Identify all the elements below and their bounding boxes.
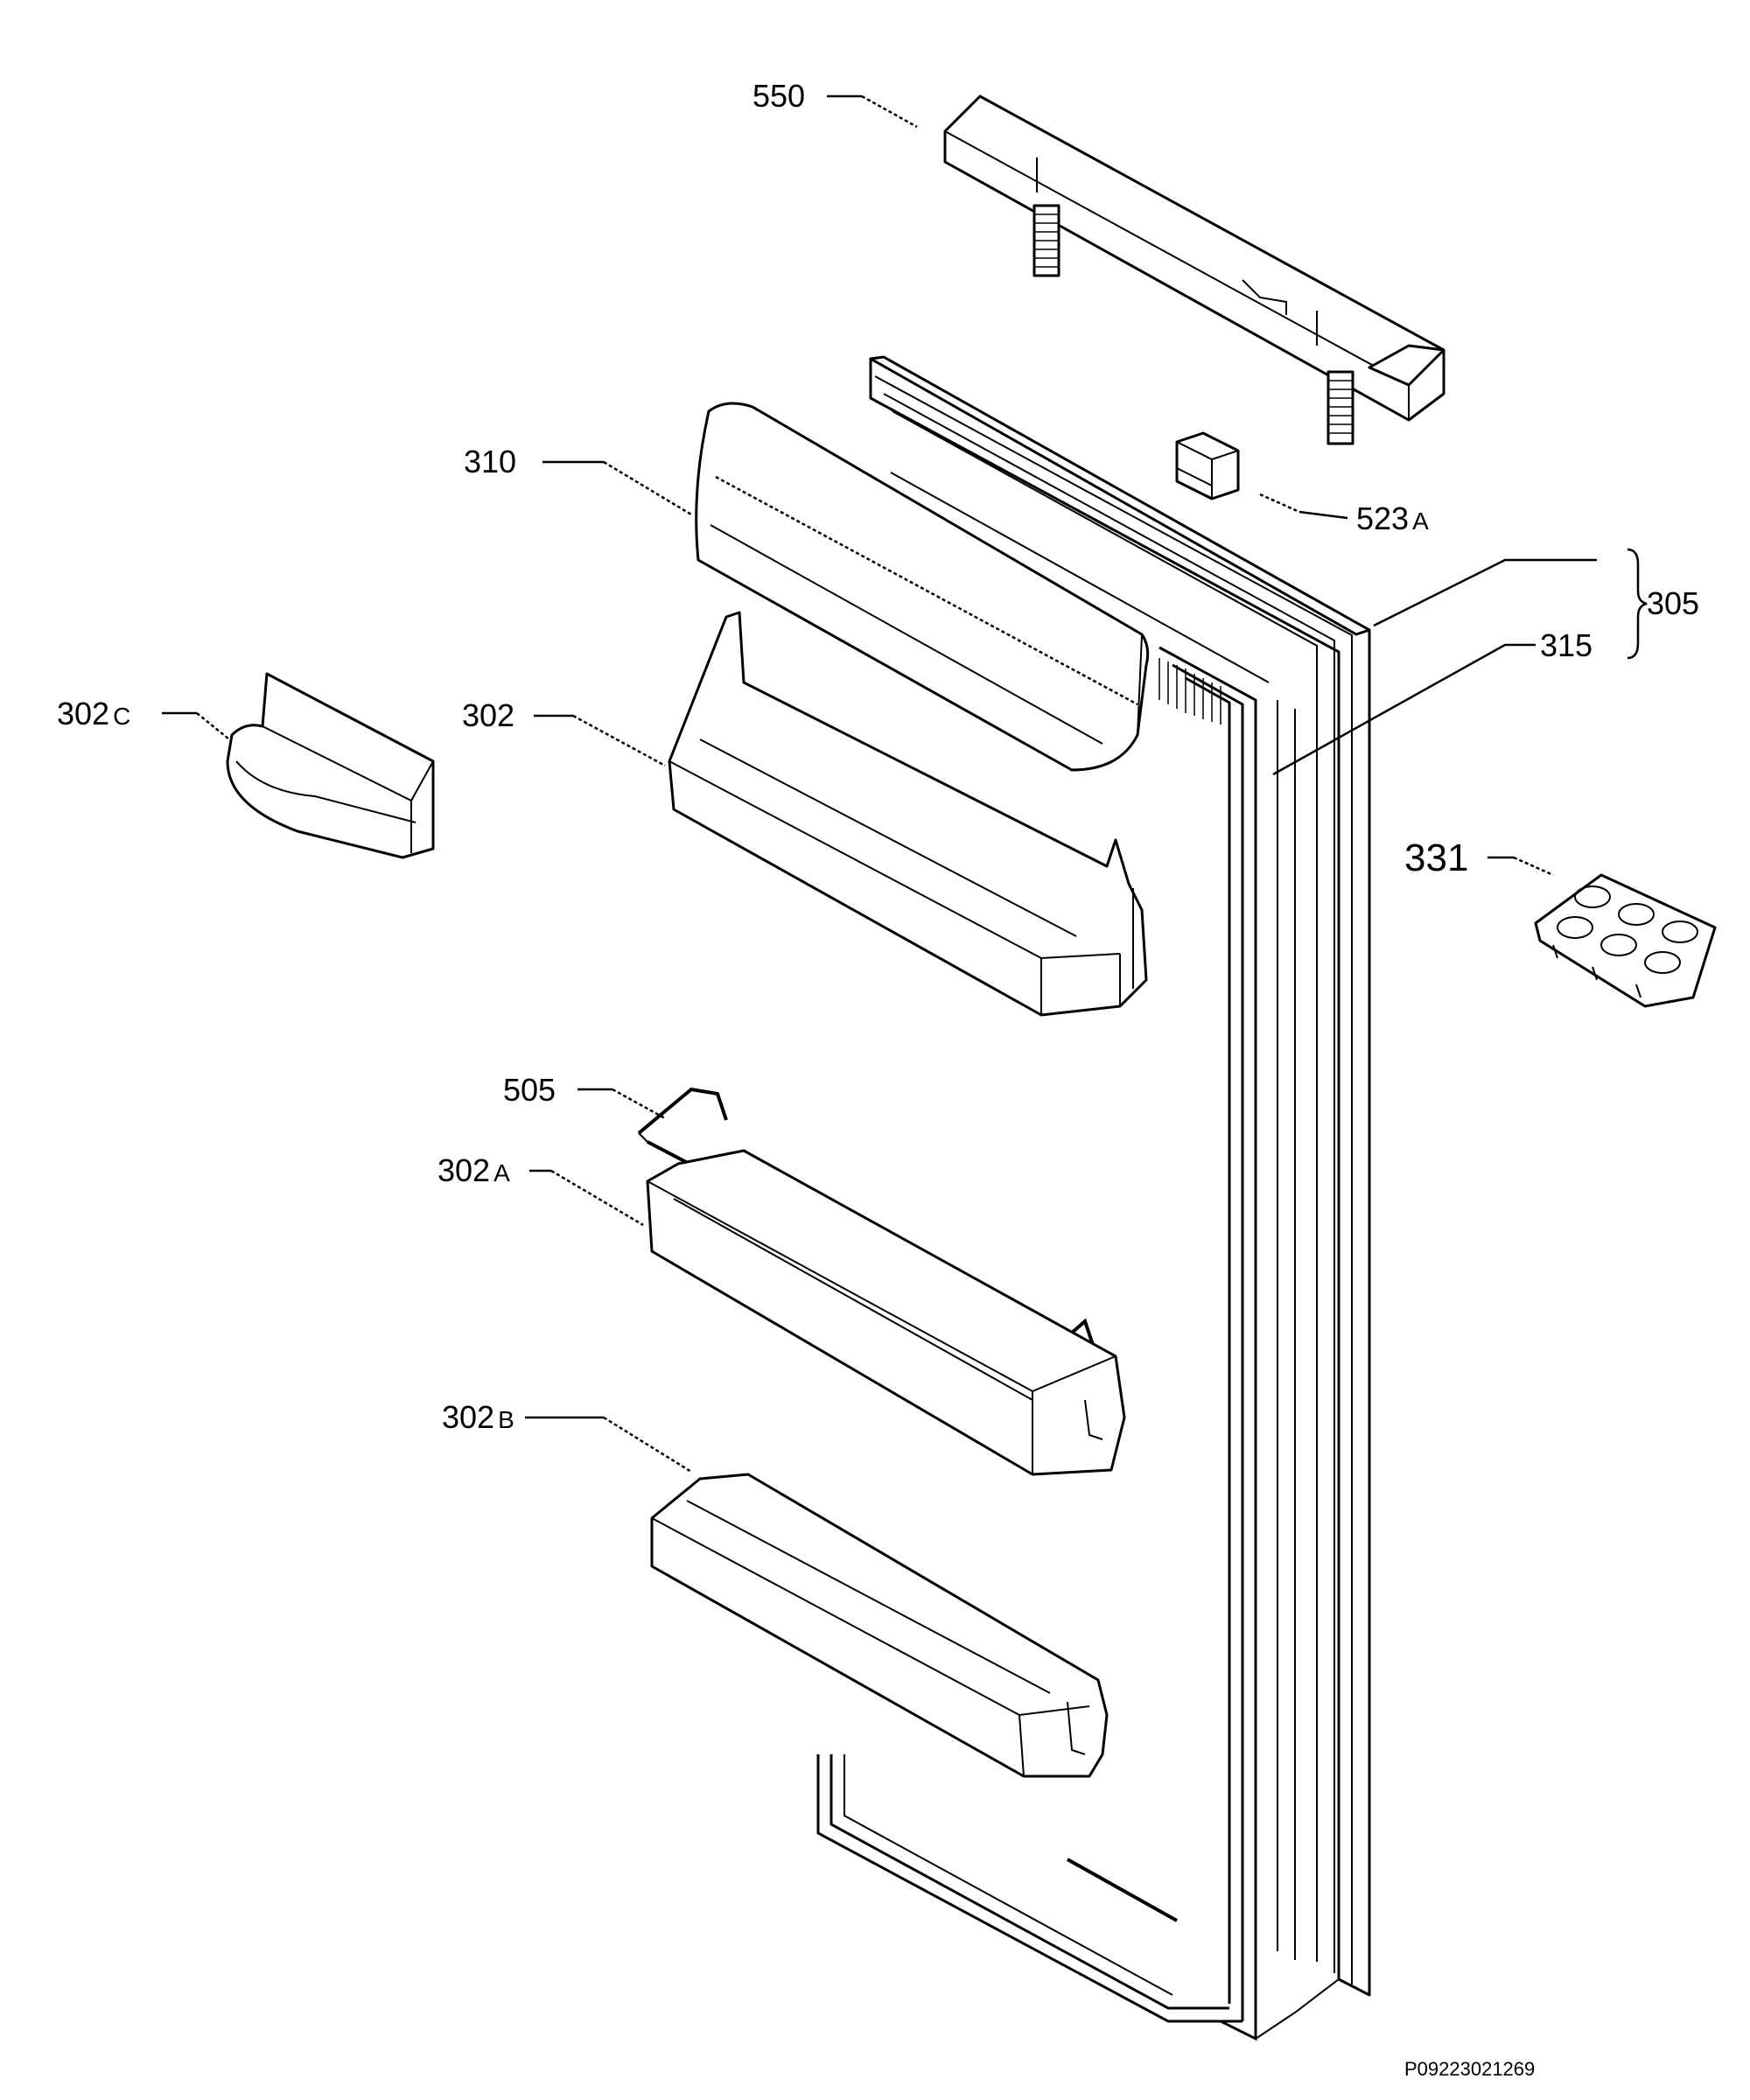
- door-gasket-and-liner: [816, 355, 1371, 2041]
- part-302c-small-tray: [226, 672, 435, 859]
- part-302a-middle-shelf: [646, 1149, 1126, 1476]
- leader-lines: [162, 94, 1648, 1474]
- label-302: 302: [462, 697, 514, 733]
- drawing-code: P09223021269: [1404, 2058, 1535, 2080]
- label-331: 331: [1404, 836, 1468, 879]
- label-550: 550: [752, 78, 805, 114]
- part-523a-block: [1175, 431, 1240, 500]
- part-331-egg-tray: [1534, 873, 1717, 1008]
- label-505: 505: [503, 1072, 556, 1108]
- part-550-top-bar: [943, 94, 1446, 445]
- part-302b-lower-shelf: [650, 1473, 1109, 1778]
- label-310: 310: [464, 444, 516, 480]
- part-302-upper-shelf: [668, 611, 1148, 1017]
- part-310-dairy-cover: [695, 402, 1150, 772]
- label-315: 315: [1540, 627, 1592, 663]
- label-305: 305: [1647, 585, 1699, 621]
